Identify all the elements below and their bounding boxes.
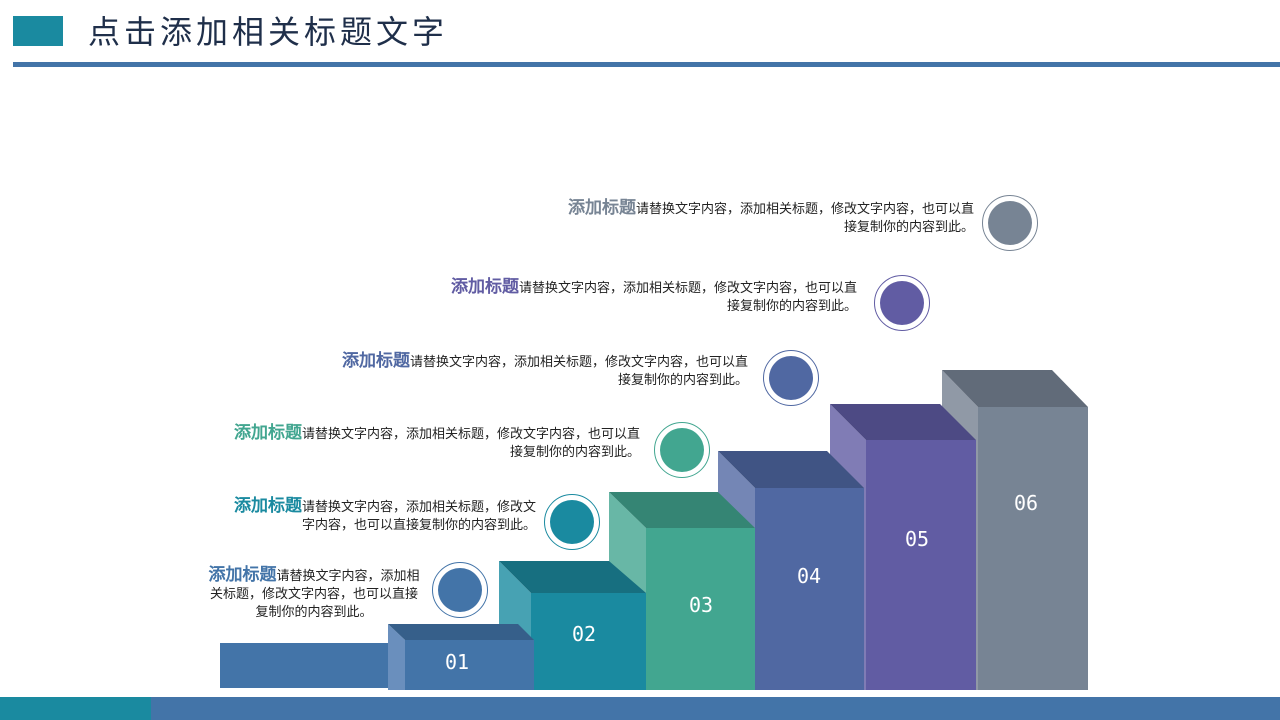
step-01-block[interactable] [388,624,534,690]
page-title[interactable]: 点击添加相关标题文字 [88,13,449,51]
step-04-body: 请替换文字内容，添加相关标题，修改文字内容，也可以直接复制你的内容到此。 [409,355,748,388]
step-04-title: 添加标题 [341,351,410,371]
step-03-description[interactable]: 添加标题请替换文字内容，添加相关标题，修改文字内容，也可以直接复制你的内容到此。 [228,424,640,462]
step-01-dot-icon [438,568,482,612]
step-04-description[interactable]: 添加标题请替换文字内容，添加相关标题，修改文字内容，也可以直接复制你的内容到此。 [336,352,748,390]
step-02-title: 添加标题 [233,496,302,516]
step-01-ring-icon [432,562,488,618]
step-05-dot-icon [880,281,924,325]
step-06-dot-icon [988,201,1032,245]
header-divider [13,62,1280,67]
step-03-label: 03 [688,593,714,617]
step-06-label: 06 [1013,491,1039,515]
step-02-description[interactable]: 添加标题请替换文字内容，添加相关标题，修改文字内容，也可以直接复制你的内容到此。 [232,497,536,535]
step-04-ring-icon [763,350,819,406]
step-01-title: 添加标题 [208,565,277,585]
step-03-ring-icon [654,422,710,478]
step-05-title: 添加标题 [450,277,519,297]
step-04-dot-icon [769,356,813,400]
footer-bar [151,697,1280,720]
step-02-ring-icon [544,494,600,550]
step-03-title: 添加标题 [233,423,302,443]
step-05-description[interactable]: 添加标题请替换文字内容，添加相关标题，修改文字内容，也可以直接复制你的内容到此。 [445,278,857,316]
step-01-body: 请替换文字内容，添加相关标题，修改文字内容，也可以直接复制你的内容到此。 [209,569,420,620]
step-01-description[interactable]: 添加标题请替换文字内容，添加相关标题，修改文字内容，也可以直接复制你的内容到此。 [205,566,423,622]
step-06-title: 添加标题 [567,198,636,218]
step-01-base [220,643,406,688]
step-04-label: 04 [796,564,822,588]
step-06-body: 请替换文字内容，添加相关标题，修改文字内容，也可以直接复制你的内容到此。 [635,202,974,235]
step-06-ring-icon [982,195,1038,251]
step-03-body: 请替换文字内容，添加相关标题，修改文字内容，也可以直接复制你的内容到此。 [301,427,640,460]
step-06-description[interactable]: 添加标题请替换文字内容，添加相关标题，修改文字内容，也可以直接复制你的内容到此。 [560,199,974,237]
step-02-dot-icon [550,500,594,544]
step-02-label: 02 [571,622,597,646]
step-02-body: 请替换文字内容，添加相关标题，修改文字内容，也可以直接复制你的内容到此。 [301,500,536,533]
step-05-ring-icon [874,275,930,331]
step-05-label: 05 [904,527,930,551]
step-01-label: 01 [444,650,470,674]
footer-accent-left [0,697,151,720]
step-03-dot-icon [660,428,704,472]
step-05-body: 请替换文字内容，添加相关标题，修改文字内容，也可以直接复制你的内容到此。 [518,281,857,314]
header-accent-square [13,16,63,46]
